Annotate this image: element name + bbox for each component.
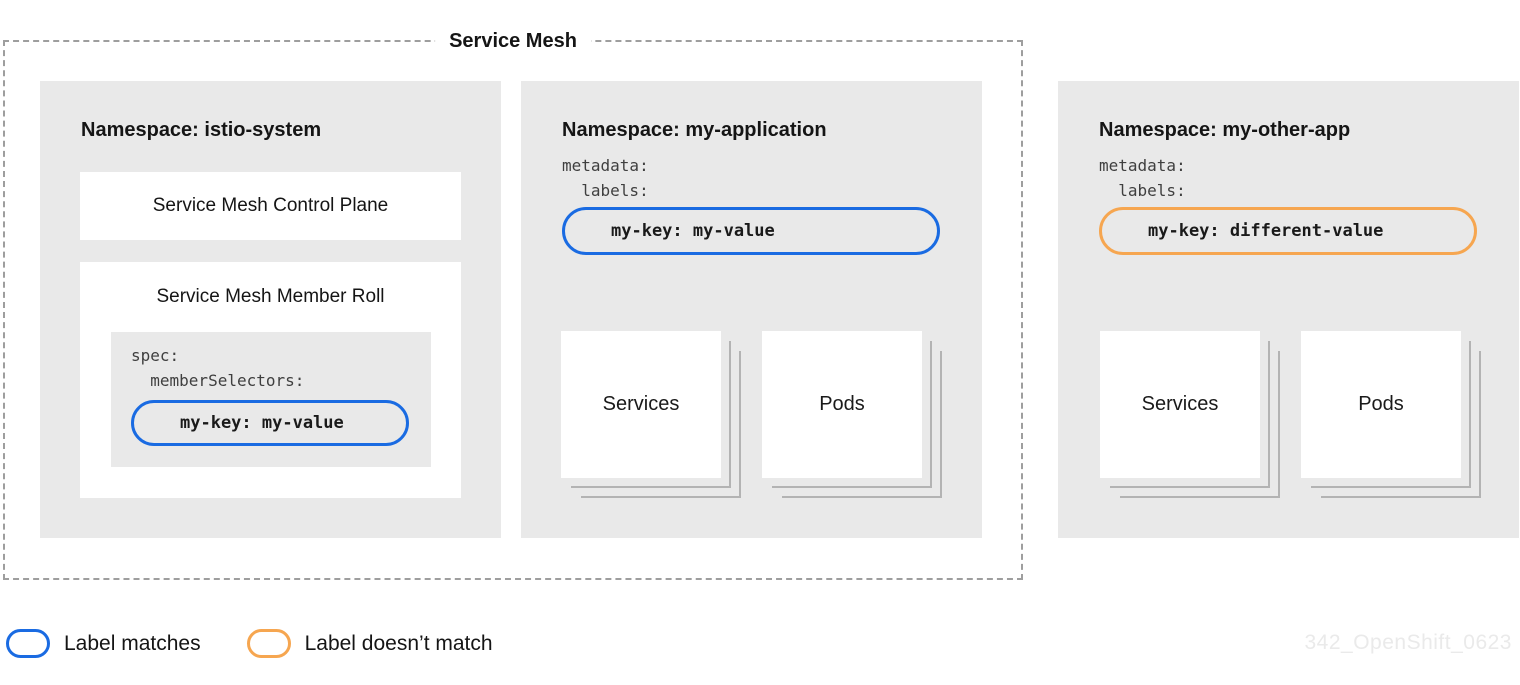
spec-code-block: spec: memberSelectors: xyxy=(131,343,304,393)
metadata-code-block: metadata: labels: xyxy=(1099,153,1186,203)
watermark: 342_OpenShift_0623 xyxy=(1304,631,1512,654)
legend-item-no-match: Label doesn’t match xyxy=(246,629,493,658)
member-roll-box: Service Mesh Member Roll spec: memberSel… xyxy=(80,262,461,498)
label-pill-text: my-key: my-value xyxy=(180,413,344,433)
stack-layer xyxy=(772,341,932,488)
code-line-metadata: metadata: xyxy=(1099,156,1186,175)
member-roll-spec-box: spec: memberSelectors: my-key: my-value xyxy=(111,332,431,467)
pods-stack: Pods xyxy=(762,331,942,498)
stack-layer xyxy=(1110,341,1270,488)
legend: Label matches Label doesn’t match xyxy=(6,629,493,658)
code-line-labels: labels: xyxy=(562,181,649,200)
no-match-pill-icon xyxy=(246,629,291,658)
service-mesh-title: Service Mesh xyxy=(435,28,591,54)
pods-label: Pods xyxy=(1358,393,1404,415)
namespace-title: Namespace: istio-system xyxy=(81,119,322,141)
namespace-title: Namespace: my-application xyxy=(562,119,827,141)
legend-label-match: Label matches xyxy=(64,631,201,655)
member-roll-title: Service Mesh Member Roll xyxy=(156,286,385,307)
label-pill-no-match: my-key: different-value xyxy=(1099,207,1477,255)
control-plane-label: Service Mesh Control Plane xyxy=(152,195,389,216)
legend-item-match: Label matches xyxy=(6,629,201,658)
stack-layer xyxy=(581,351,741,498)
stack-layer xyxy=(571,341,731,488)
code-line-metadata: metadata: xyxy=(562,156,649,175)
code-line-labels: labels: xyxy=(1099,181,1186,200)
services-card: Services xyxy=(561,331,721,478)
pods-stack: Pods xyxy=(1301,331,1481,498)
metadata-code-block: metadata: labels: xyxy=(562,153,649,203)
match-pill-icon xyxy=(6,629,50,658)
namespace-title: Namespace: my-other-app xyxy=(1099,119,1351,141)
stack-layer xyxy=(1321,351,1481,498)
stack-layer xyxy=(1120,351,1280,498)
label-pill-match: my-key: my-value xyxy=(562,207,940,255)
stack-layer xyxy=(1311,341,1471,488)
legend-label-no-match: Label doesn’t match xyxy=(304,631,493,655)
control-plane-box: Service Mesh Control Plane xyxy=(80,172,461,240)
services-stack: Services xyxy=(561,331,741,498)
pods-card: Pods xyxy=(1301,331,1461,478)
services-card: Services xyxy=(1100,331,1260,478)
namespace-panel-istio-system: Namespace: istio-system Service Mesh Con… xyxy=(40,81,501,538)
services-stack: Services xyxy=(1100,331,1280,498)
services-label: Services xyxy=(602,393,680,415)
label-pill-match: my-key: my-value xyxy=(131,400,409,446)
label-pill-text: my-key: different-value xyxy=(1148,221,1384,241)
namespace-panel-my-application: Namespace: my-application metadata: labe… xyxy=(521,81,982,538)
stack-layer xyxy=(782,351,942,498)
code-line-member-selectors: memberSelectors: xyxy=(131,371,305,390)
label-pill-text: my-key: my-value xyxy=(611,221,775,241)
pods-label: Pods xyxy=(819,393,865,415)
services-label: Services xyxy=(1141,393,1219,415)
namespace-panel-my-other-app: Namespace: my-other-app metadata: labels… xyxy=(1058,81,1519,538)
code-line-spec: spec: xyxy=(131,346,180,365)
pods-card: Pods xyxy=(762,331,922,478)
